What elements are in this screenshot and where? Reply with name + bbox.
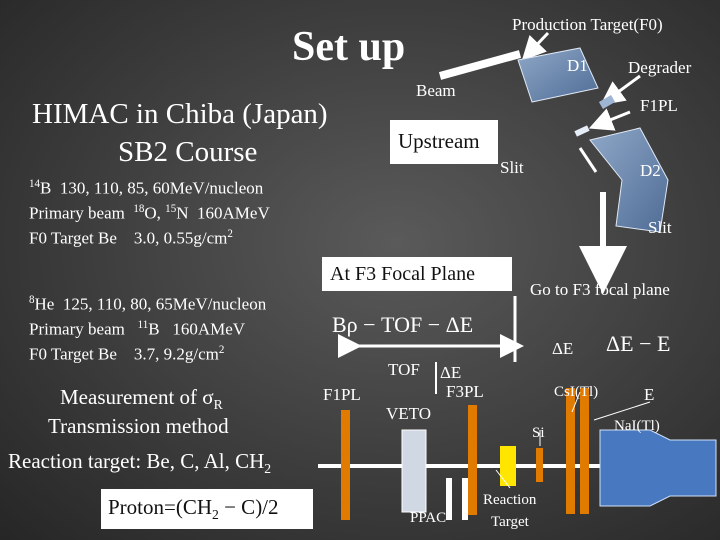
upstream-label: Upstream bbox=[398, 129, 480, 153]
delta-e-mid-label: ΔE bbox=[440, 363, 462, 382]
reaction-target-pointer bbox=[495, 469, 511, 489]
ppac-label: PPAC bbox=[410, 510, 447, 526]
si-detector bbox=[536, 448, 543, 482]
csi-pointer bbox=[571, 391, 581, 413]
slit-marker bbox=[578, 147, 598, 173]
he8-energies: 8He 125, 110, 80, 65MeV/nucleon bbox=[29, 294, 267, 314]
d2-label: D2 bbox=[640, 161, 661, 180]
page-title: Set up bbox=[292, 24, 406, 70]
ppac-detector-2 bbox=[462, 478, 468, 520]
he8-primary-beam: Primary beam 11B 160AMeV bbox=[29, 319, 246, 339]
degrader-label: Degrader bbox=[628, 58, 692, 77]
beam-label: Beam bbox=[416, 81, 456, 100]
reaction-targets-text: Reaction target: Be, C, Al, CH2 bbox=[8, 449, 272, 477]
f3-title: At F3 Focal Plane bbox=[330, 263, 475, 285]
f3pl-label: F3PL bbox=[446, 382, 484, 401]
b14-target: F0 Target Be 3.0, 0.55g/cm2 bbox=[29, 228, 233, 248]
degrader-icon bbox=[598, 95, 616, 109]
nai-detector bbox=[599, 429, 717, 507]
d1-label: D1 bbox=[567, 56, 588, 75]
f1pl-label: F1PL bbox=[323, 385, 361, 404]
brho-tof-de-label: Bρ − TOF − ΔE bbox=[332, 312, 474, 337]
f1pl-detector-icon bbox=[574, 125, 590, 137]
veto-label: VETO bbox=[386, 404, 432, 423]
e-pointer bbox=[593, 401, 651, 421]
facility-line2: SB2 Course bbox=[118, 136, 258, 168]
beam-line bbox=[438, 50, 522, 80]
si-label: Si bbox=[532, 425, 545, 441]
nai-label: NaI(Tl) bbox=[614, 418, 660, 434]
csi-label: CsI(Tl) bbox=[554, 384, 599, 400]
f1pl-arrow bbox=[588, 108, 631, 131]
slit-right-label: Slit bbox=[648, 218, 672, 237]
production-target-arrow bbox=[521, 31, 550, 61]
e-label: E bbox=[644, 385, 655, 404]
proton-formula: Proton=(CH2 − C)/2 bbox=[108, 495, 279, 523]
ppac-detector-1 bbox=[446, 478, 452, 520]
f3-title-box bbox=[322, 257, 512, 291]
b14-energies: 14B 130, 110, 85, 60MeV/nucleon bbox=[29, 178, 264, 198]
proton-formula-box bbox=[101, 489, 313, 529]
f3pl-plastic-detector bbox=[468, 405, 477, 515]
upstream-box bbox=[390, 120, 498, 164]
delta-e-right-label: ΔE bbox=[552, 339, 574, 358]
reaction-target-label-2: Target bbox=[491, 514, 529, 530]
go-to-f3-label: Go to F3 focal plane bbox=[530, 280, 670, 299]
measurement-line2: Transmission method bbox=[48, 414, 229, 438]
tof-label: TOF bbox=[388, 360, 420, 379]
e-detector bbox=[580, 388, 589, 514]
measurement-line1: Measurement of σR bbox=[60, 385, 223, 413]
f1pl-top-label: F1PL bbox=[640, 96, 678, 115]
degrader-arrow bbox=[600, 74, 641, 106]
csi-detector bbox=[566, 388, 575, 514]
reaction-target-label-1: Reaction bbox=[483, 492, 537, 508]
d2-magnet-icon bbox=[589, 127, 669, 233]
d1-magnet-icon bbox=[517, 47, 599, 103]
f1pl-plastic-detector bbox=[341, 410, 350, 520]
delta-e-e-label: ΔE − E bbox=[606, 331, 671, 356]
b14-primary-beam: Primary beam 18O, 15N 160AMeV bbox=[29, 203, 270, 223]
he8-target: F0 Target Be 3.7, 9.2g/cm2 bbox=[29, 344, 225, 364]
slit-left-label: Slit bbox=[500, 158, 524, 177]
veto-detector bbox=[401, 429, 427, 513]
production-target-label: Production Target(F0) bbox=[512, 15, 663, 34]
facility-line1: HIMAC in Chiba (Japan) bbox=[32, 98, 328, 130]
reaction-target bbox=[500, 446, 516, 486]
